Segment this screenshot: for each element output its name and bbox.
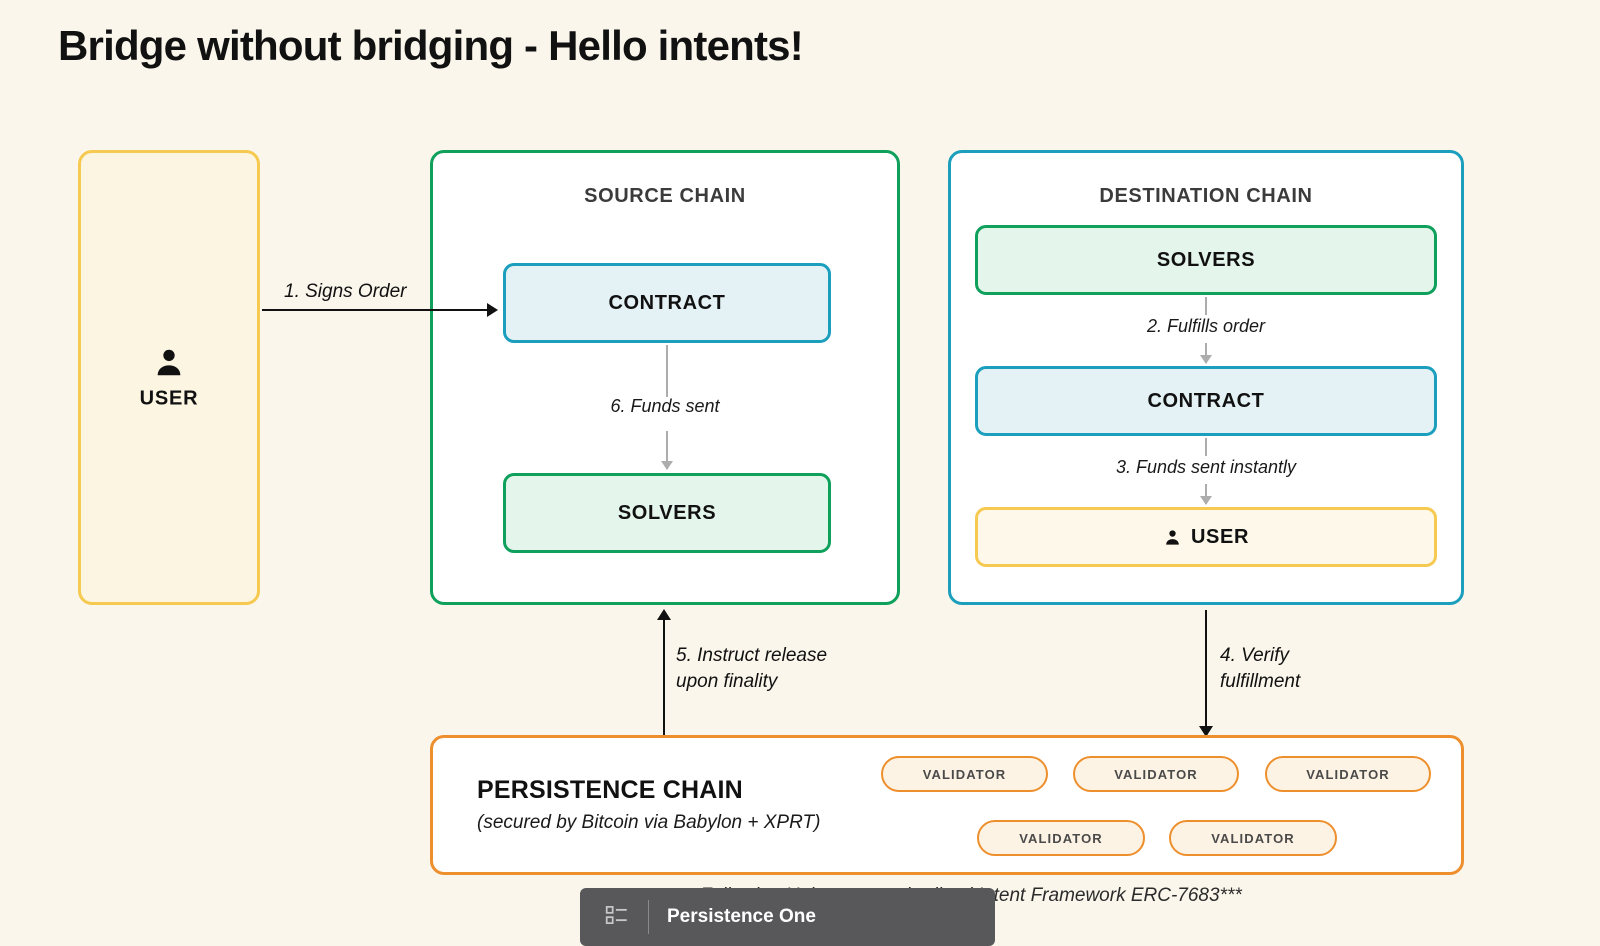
arrow-verify-fulfillment-label: 4. Verify fulfillment [1220, 643, 1300, 694]
presenter-overlay-bar: Persistence One [580, 888, 995, 946]
arrow-instruct-release-line1: 5. Instruct release [676, 645, 828, 666]
source-connector-lower-arrow [661, 431, 673, 470]
source-solvers-node[interactable]: SOLVERS [503, 473, 831, 553]
person-icon [81, 345, 257, 379]
destination-solvers-label: SOLVERS [1156, 248, 1256, 271]
destination-connector-1-upper [1205, 297, 1207, 315]
arrow-verify-fulfillment-line [1205, 610, 1207, 728]
validator-label: VALIDATOR [1019, 830, 1103, 846]
user-panel: USER [78, 150, 260, 605]
source-step-label: 6. Funds sent [610, 396, 720, 416]
destination-chain-panel: DESTINATION CHAIN SOLVERS 2. Fulfills or… [948, 150, 1464, 605]
source-chain-panel: SOURCE CHAIN CONTRACT 6. Funds sent SOLV… [430, 150, 900, 605]
persistence-chain-panel: PERSISTENCE CHAIN (secured by Bitcoin vi… [430, 735, 1464, 875]
destination-connector-2-upper [1205, 438, 1207, 456]
validator-pill[interactable]: VALIDATOR [977, 820, 1145, 856]
validator-label: VALIDATOR [1306, 766, 1390, 782]
person-icon [1163, 528, 1182, 547]
validator-pill[interactable]: VALIDATOR [1265, 756, 1431, 792]
source-solvers-label: SOLVERS [617, 501, 717, 524]
destination-contract-label: CONTRACT [1147, 389, 1265, 412]
destination-solvers-node[interactable]: SOLVERS [975, 225, 1437, 295]
arrow-signs-order-head [487, 303, 498, 317]
destination-step-2-label: 3. Funds sent instantly [1115, 457, 1297, 477]
validator-label: VALIDATOR [1211, 830, 1295, 846]
page-title: Bridge without bridging - Hello intents! [58, 22, 804, 69]
destination-user-label: USER [1191, 525, 1249, 548]
validator-label: VALIDATOR [922, 766, 1007, 782]
source-contract-label: CONTRACT [608, 291, 726, 314]
arrow-instruct-release-line [663, 620, 665, 738]
arrow-instruct-release-label: 5. Instruct release upon finality [676, 643, 827, 694]
overlay-title: Persistence One [667, 906, 816, 927]
validator-label: VALIDATOR [1114, 766, 1198, 782]
arrow-signs-order-label: 1. Signs Order [284, 281, 407, 302]
source-contract-node[interactable]: CONTRACT [503, 263, 831, 343]
overlay-divider [648, 900, 649, 934]
persistence-chain-title: PERSISTENCE CHAIN [477, 776, 743, 804]
source-connector-upper [666, 345, 668, 397]
user-panel-label: USER [139, 387, 199, 409]
destination-chain-heading: DESTINATION CHAIN [1099, 185, 1313, 207]
destination-contract-node[interactable]: CONTRACT [975, 366, 1437, 436]
arrow-verify-line2: fulfillment [1220, 670, 1301, 692]
persistence-chain-subtitle: (secured by Bitcoin via Babylon + XPRT) [477, 812, 821, 833]
validator-pill[interactable]: VALIDATOR [881, 756, 1048, 792]
arrow-verify-fulfillment-head [1199, 726, 1213, 737]
validator-pill[interactable]: VALIDATOR [1073, 756, 1239, 792]
destination-connector-2-lower-arrow [1200, 484, 1212, 505]
destination-step-1-label: 2. Fulfills order [1146, 316, 1266, 336]
destination-connector-1-lower-arrow [1200, 343, 1212, 364]
destination-user-node[interactable]: USER [975, 507, 1437, 567]
user-block: USER [81, 345, 257, 410]
arrow-instruct-release-line2: upon finality [676, 670, 778, 692]
arrow-signs-order-line [262, 309, 490, 311]
source-chain-heading: SOURCE CHAIN [584, 185, 746, 207]
list-view-icon [604, 902, 630, 933]
validator-pill[interactable]: VALIDATOR [1169, 820, 1337, 856]
arrow-instruct-release-head [657, 609, 671, 620]
arrow-verify-line1: 4. Verify [1220, 645, 1289, 666]
